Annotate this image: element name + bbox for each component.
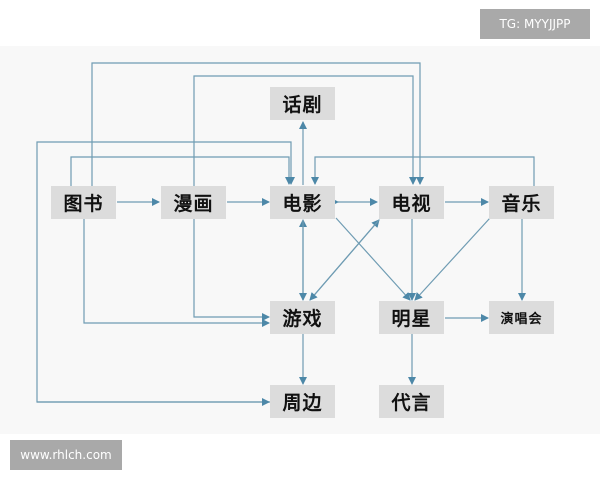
node-concert: 演唱会 <box>489 301 554 334</box>
edge-merch-film <box>36 141 295 403</box>
edge-comics-games <box>193 218 270 321</box>
edge-music-stars <box>414 217 491 301</box>
node-merch: 周边 <box>270 385 335 418</box>
watermark-top: TG: MYYJJPP <box>480 9 590 39</box>
node-film: 电影 <box>270 186 335 219</box>
edge-film-stars <box>335 217 411 301</box>
edge-books-tv <box>91 62 424 186</box>
edge-books-games <box>83 218 270 327</box>
edge-tv-games <box>309 219 380 301</box>
node-comics: 漫画 <box>161 186 226 219</box>
node-books: 图书 <box>51 186 116 219</box>
node-stars: 明星 <box>379 301 444 334</box>
node-endorsement: 代言 <box>379 385 444 418</box>
node-tv: 电视 <box>379 186 444 219</box>
edge-books-film <box>70 156 293 186</box>
node-drama: 话剧 <box>270 87 335 120</box>
node-games: 游戏 <box>270 301 335 334</box>
edge-music-film <box>311 156 535 186</box>
watermark-bottom: www.rhlch.com <box>10 440 122 470</box>
edge-comics-tv <box>193 75 417 186</box>
node-music: 音乐 <box>489 186 554 219</box>
